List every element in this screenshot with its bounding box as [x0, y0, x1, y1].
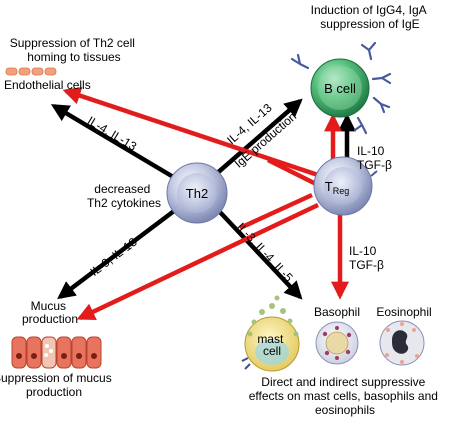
- treg-label: TReg: [325, 179, 349, 196]
- mast-cell-label: mast cell: [257, 332, 286, 358]
- mucus-suppression-label: Suppression of mucus production: [0, 371, 115, 399]
- mucus-epithelium: [11, 336, 102, 369]
- arrow-treg-mucus: [76, 202, 319, 321]
- decreased-cytokines-label: decreased Th2 cytokines: [87, 182, 161, 210]
- arrow-treg-ige: [266, 157, 320, 188]
- antibody-icons: [290, 41, 392, 135]
- basophil-cell: [315, 321, 359, 365]
- mast-cell: [241, 295, 300, 372]
- b-cell: [290, 41, 392, 135]
- th2-label: Th2: [186, 186, 208, 201]
- arrow-th2-effector: [216, 208, 303, 300]
- endothelial-cells: [5, 67, 57, 76]
- mucus-production-label: Mucus production: [22, 299, 78, 326]
- arrow-th2-bcell: [213, 98, 303, 177]
- treg-cell: [313, 156, 378, 216]
- arrow-treg-endothelial: [62, 87, 319, 178]
- direct-indirect-label: Direct and indirect suppressive effects …: [249, 375, 442, 417]
- il9-il13-label: IL-9, IL-13: [88, 235, 140, 279]
- il4-il13-left-label: IL-4, IL-13: [85, 113, 139, 153]
- eosinophil-label: Eosinophil: [376, 305, 431, 319]
- b-cell-label: B cell: [324, 81, 356, 96]
- endothelial-label: Endothelial cells: [4, 78, 91, 92]
- basophil-label: Basophil: [314, 305, 360, 319]
- arrow-th2-endothelial: [50, 104, 177, 180]
- il10-tgf-top-label: IL-10 TGF-β: [357, 144, 392, 172]
- th2-cell: [166, 162, 228, 224]
- arrow-treg-th2: [239, 192, 313, 231]
- eosinophil-cell: [379, 320, 425, 366]
- arrow-th2-mucus: [57, 206, 180, 300]
- th2-homing-label: Suppression of Th2 cell homing to tissue…: [10, 36, 139, 64]
- il10-tgf-bottom-label: IL-10 TGF-β: [349, 244, 384, 272]
- induction-label: Induction of IgG4, IgA suppression of Ig…: [311, 3, 430, 31]
